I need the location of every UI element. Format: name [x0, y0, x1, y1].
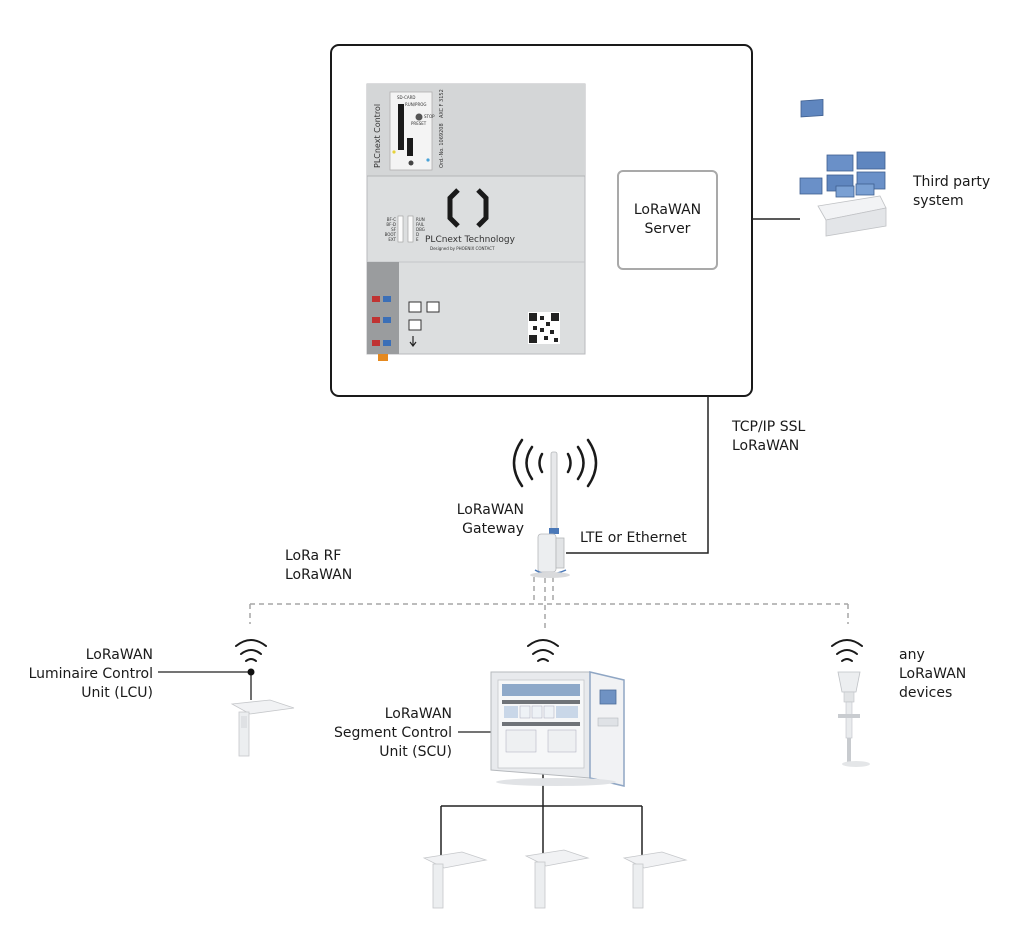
plc-led-right-1: FAIL: [416, 222, 425, 227]
scu-bus-lines: [440, 732, 643, 855]
plc-stop-label: STOP: [424, 114, 435, 119]
gateway-label: LoRaWAN Gateway: [440, 501, 524, 539]
plc-led-left-2: SF: [391, 227, 397, 232]
tcp-ip-label-line1: TCP/IP SSL: [732, 419, 806, 435]
plc-logo-icon: [447, 188, 489, 228]
lcu-label-line2: Luminaire Control: [28, 666, 153, 682]
plc-led-left-4: EXT: [388, 237, 396, 242]
street-luminaire-icon-3: [622, 851, 688, 909]
tcp-ip-line: [566, 396, 709, 554]
plc-controller: SD-CARD RUN/PROG STOP PRESET PLCnext Con…: [366, 83, 586, 361]
lcu-label-line1: LoRaWAN: [85, 647, 153, 663]
plc-led-right-0: RUN: [416, 217, 425, 222]
gateway-label-line2: Gateway: [462, 521, 524, 537]
wifi-icon-any-device: [831, 639, 863, 662]
plc-vertical-label: PLCnext Control: [373, 104, 382, 168]
street-luminaire-icon-1: [422, 851, 488, 909]
lte-ethernet-label: LTE or Ethernet: [580, 530, 687, 546]
plc-order-no: Ord.-No. 1069208: [439, 123, 445, 168]
plc-sd-card-label: SD-CARD: [397, 95, 415, 100]
lcu-luminaire-icon: [230, 699, 295, 757]
wifi-icon-scu: [527, 639, 559, 662]
lora-rf-label-line2: LoRaWAN: [285, 567, 353, 583]
lora-rf-label: LoRa RF LoRaWAN: [285, 547, 352, 585]
scu-label-line1: LoRaWAN: [384, 706, 452, 722]
lora-rf-label-line1: LoRa RF: [285, 548, 342, 564]
plc-model: AXC F 3152: [439, 89, 445, 118]
lora-rf-links: [249, 577, 849, 630]
plc-led-left-0: BF-C: [387, 217, 396, 222]
gateway-antenna-icon: [530, 451, 570, 578]
lcu-label-line3: Unit (LCU): [81, 685, 153, 701]
wifi-icon-lcu: [235, 639, 267, 662]
tcp-ip-label: TCP/IP SSL LoRaWAN: [732, 418, 805, 456]
any-devices-label: any LoRaWAN devices: [899, 646, 966, 703]
any-devices-label-line2: LoRaWAN: [899, 666, 967, 682]
plc-designed-by: Designed by PHOENIX CONTACT: [430, 246, 495, 251]
third-party-label-line2: system: [913, 193, 964, 209]
third-party-system-icon: [799, 99, 887, 237]
plc-brand: PLCnext Technology: [425, 235, 516, 245]
scu-label: LoRaWAN Segment Control Unit (SCU): [328, 705, 452, 762]
third-party-label: Third party system: [913, 173, 990, 211]
radio-waves-icon: [512, 438, 598, 488]
plc-qr-code: [528, 312, 560, 344]
plc-led-right-2: DBG: [416, 227, 425, 232]
plc-led-right-4: E: [416, 237, 419, 242]
any-devices-label-line3: devices: [899, 685, 953, 701]
plc-led-right-3: D: [416, 232, 419, 237]
gateway-label-line1: LoRaWAN: [456, 502, 524, 518]
street-luminaire-icon-2: [524, 849, 590, 909]
server-label-line1: LoRaWAN: [633, 202, 702, 218]
server-label-line2: Server: [644, 221, 691, 237]
plc-run-prog-label: RUN/PROG: [405, 102, 427, 107]
scu-label-line2: Segment Control: [333, 725, 452, 741]
lorawan-sensor-icon: [837, 671, 870, 767]
scu-label-line3: Unit (SCU): [379, 744, 452, 760]
plc-led-left-3: BOOT: [385, 232, 397, 237]
plc-led-left-1: BF-D: [386, 222, 396, 227]
lorawan-server-box: LoRaWAN Server: [617, 170, 718, 270]
lcu-label: LoRaWAN Luminaire Control Unit (LCU): [20, 646, 153, 703]
third-party-label-line1: Third party: [913, 174, 991, 190]
tcp-ip-label-line2: LoRaWAN: [732, 438, 800, 454]
any-devices-label-line1: any: [899, 647, 925, 663]
plc-preset-label: PRESET: [411, 121, 427, 126]
scu-cabinet-icon: [490, 671, 625, 787]
